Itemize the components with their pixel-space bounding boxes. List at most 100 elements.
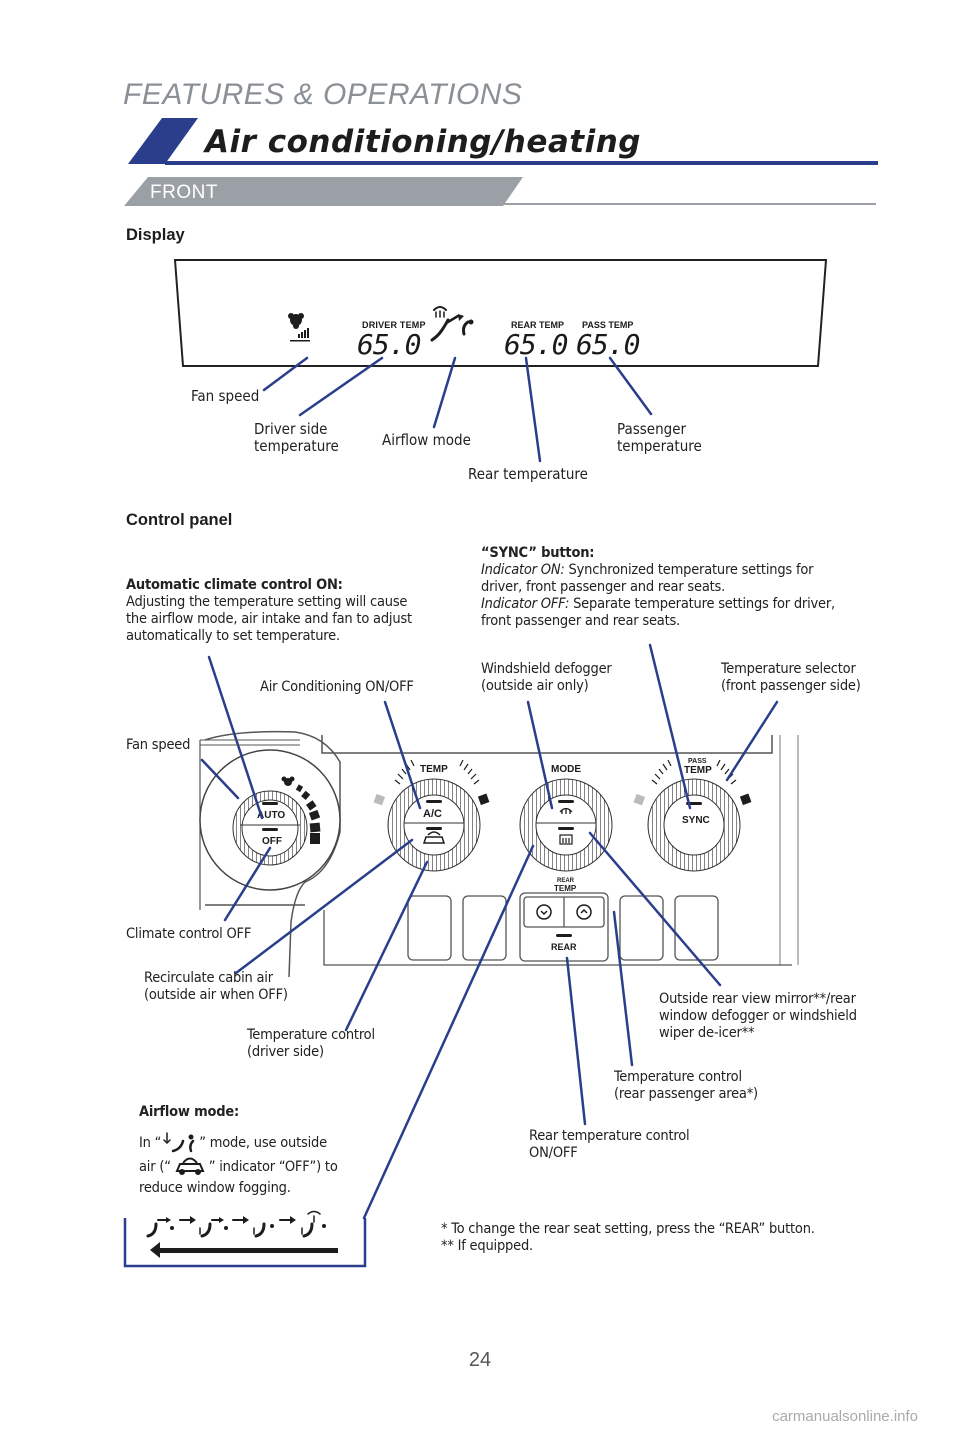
airflow-l3: reduce window fogging. [139, 1180, 291, 1196]
sync-on-desc-l2: driver, front passenger and rear seats. [481, 579, 726, 595]
display-callout-lines [262, 356, 653, 463]
rear-temp-value: 65.0 [504, 328, 568, 361]
auto-desc-l3: automatically to set temperature. [126, 628, 340, 644]
fan-speed-line [200, 758, 240, 800]
rear-top-label: REAR [557, 878, 575, 884]
front-tab-label: FRONT [150, 182, 218, 203]
temp-rear-line [612, 910, 634, 1067]
temp-driver-line [344, 860, 429, 1032]
airflow-mode-line [362, 844, 535, 1220]
display-passenger-l1: Passenger [617, 420, 687, 438]
knob-pass-temp-label: TEMP [684, 765, 712, 776]
sync-off-label: Indicator OFF: [481, 596, 570, 612]
knob-sync-label: SYNC [682, 815, 710, 826]
display-screen [173, 259, 828, 367]
recirc-line [234, 838, 414, 975]
display-fan-speed-label: Fan speed [191, 387, 260, 405]
front-tab-line [503, 203, 876, 205]
pass-selector-line [725, 700, 779, 782]
title-accent-bar [128, 118, 198, 164]
section-title: FEATURES & OPERATIONS [123, 78, 523, 111]
driver-temp-value: 65.0 [357, 328, 421, 361]
recirc-l2: (outside air when OFF) [144, 987, 288, 1003]
footnote-1: * To change the rear seat setting, press… [441, 1221, 815, 1237]
sync-on-text: Indicator ON: Synchronized temperature s… [481, 562, 813, 579]
outside-mirror-line [588, 831, 722, 987]
driver-temp-label: DRIVER TEMP [362, 320, 426, 330]
airflow-l1a: In “ [139, 1135, 162, 1151]
rear-temp-panel-label: TEMP [554, 884, 577, 893]
climate-off-line [223, 846, 272, 922]
fan-knob-icon [281, 776, 295, 786]
temp-selector-l2: (front passenger side) [721, 678, 861, 694]
windshield-l1: Windshield defogger [481, 661, 612, 677]
fan-speed-icon [288, 313, 310, 342]
feet-defog-mode-icon [301, 1210, 326, 1238]
display-driver-side-l1: Driver side [254, 420, 328, 438]
knob-ac-label: A/C [423, 808, 442, 820]
sync-title: “SYNC” button: [481, 545, 595, 561]
control-panel-diagram [199, 730, 799, 978]
sync-on-desc: Synchronized temperature settings for [564, 562, 814, 578]
temp-selector-l1: Temperature selector [721, 661, 856, 677]
face-mode-icon [146, 1217, 174, 1238]
airflow-l1b: ” mode, use outside [199, 1135, 327, 1151]
control-panel-heading: Control panel [126, 511, 233, 529]
ac-line [383, 700, 422, 810]
rear-defog-icon [559, 834, 573, 845]
display-rear-temp-label: Rear temperature [468, 465, 588, 483]
airflow-sequence-diagram [123, 1210, 367, 1268]
auto-line [207, 655, 264, 820]
pass-temp-line [608, 356, 653, 416]
header-graphics [124, 118, 878, 206]
airflow-line [432, 356, 457, 429]
rear-temp-down-icon [536, 904, 552, 920]
airflow-mode-icon [430, 306, 474, 342]
feet-mode-icon [253, 1222, 274, 1238]
sync-on-label: Indicator ON: [481, 562, 565, 578]
airflow-text-l1: In “ ” mode, use outside [139, 1131, 327, 1153]
ac-onoff-label: Air Conditioning ON/OFF [260, 679, 414, 695]
recirculate-icon [422, 831, 446, 844]
recirculate-icon-inline [171, 1156, 209, 1176]
cp-fan-speed-label: Fan speed [126, 737, 191, 753]
airflow-title: Airflow mode: [139, 1104, 240, 1120]
rear-ctrl-l2: ON/OFF [529, 1145, 578, 1161]
outside-l2: window defogger or windshield [659, 1008, 857, 1024]
climate-off-label: Climate control OFF [126, 926, 252, 942]
sync-line [648, 643, 692, 810]
front-tab-bg [124, 177, 523, 206]
driver-temp-line [298, 356, 384, 417]
pass-temp-label: PASS TEMP [582, 320, 634, 330]
fan-speed-line [262, 356, 309, 392]
bilevel-mode-icon [199, 1217, 228, 1238]
airflow-l2a: air (“ [139, 1159, 171, 1175]
rear-temp-label: REAR TEMP [511, 320, 565, 330]
airflow-text-l2: air (“ ” indicator “OFF”) to [139, 1156, 338, 1176]
pass-temp-value: 65.0 [576, 328, 640, 361]
temp-driver-l1: Temperature control [247, 1027, 375, 1043]
display-driver-side-l2: temperature [254, 437, 339, 455]
fan-bar-graph [295, 784, 321, 844]
airflow-defog-icon-inline [161, 1131, 199, 1153]
knob-pass-label: PASS [688, 758, 707, 765]
auto-desc-l1: Adjusting the temperature setting will c… [126, 594, 408, 610]
rear-temp-line [524, 356, 542, 463]
page-title: Air conditioning/heating [205, 124, 641, 160]
front-defog-icon [559, 807, 573, 814]
knob-auto-label: AUTO [257, 810, 286, 821]
temp-driver-l2: (driver side) [247, 1044, 324, 1060]
display-passenger-l2: temperature [617, 437, 702, 455]
rear-temp-up-icon [576, 904, 592, 920]
sync-off-text: Indicator OFF: Separate temperature sett… [481, 596, 835, 613]
sync-off-desc-l2: front passenger and rear seats. [481, 613, 681, 629]
temp-dial-ticks [394, 759, 480, 785]
footnote-2: ** If equipped. [441, 1238, 533, 1254]
windshield-l2: (outside air only) [481, 678, 589, 694]
page-number: 24 [468, 1349, 492, 1371]
auto-title: Automatic climate control ON: [126, 577, 343, 593]
recirc-l1: Recirculate cabin air [144, 970, 273, 986]
knob-off-label: OFF [262, 836, 282, 847]
temp-rear-l2: (rear passenger area*) [614, 1086, 758, 1102]
knob-mode-label: MODE [551, 764, 581, 775]
